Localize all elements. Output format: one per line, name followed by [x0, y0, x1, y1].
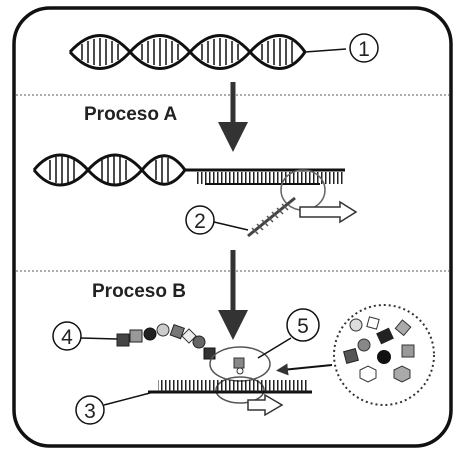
marker-4-circle [52, 321, 82, 351]
transcribing-dna [32, 153, 345, 187]
process-b-label: Proceso B [92, 281, 186, 302]
amino-acid-pool [333, 304, 435, 406]
marker-1-label: 1 [358, 38, 370, 61]
process-a-label: Proceso A [84, 104, 178, 125]
marker-2-label: 2 [194, 210, 206, 233]
marker-1-leader [304, 48, 347, 53]
marker-5-circle [286, 308, 320, 342]
direction-arrow-a [299, 200, 358, 224]
dna-double-helix [68, 34, 307, 70]
mrna-strand [148, 380, 312, 394]
nascent-mrna-strand [247, 196, 296, 238]
marker-1-circle [349, 33, 379, 63]
marker-5-label: 5 [297, 315, 309, 338]
marker-3-leader [103, 392, 151, 406]
marker-4-leader [80, 337, 118, 340]
marker-3-label: 3 [84, 400, 96, 423]
marker-2-circle [185, 205, 215, 235]
arrow-amino-to-ribosome [276, 363, 333, 376]
direction-arrow-b [247, 393, 284, 417]
marker-2-leader [213, 221, 249, 231]
marker-3-circle [75, 395, 105, 425]
growing-polypeptide-chain [116, 323, 216, 360]
marker-4-label: 4 [61, 326, 73, 349]
marker-5-leader [257, 337, 292, 359]
